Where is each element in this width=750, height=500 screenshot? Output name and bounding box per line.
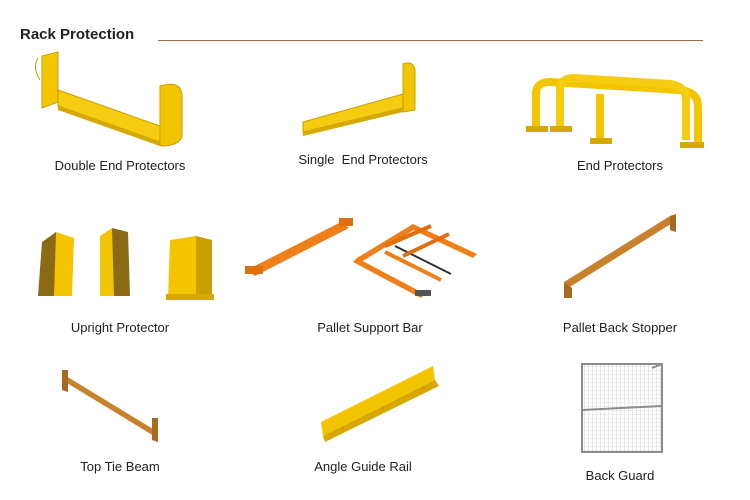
product-label[interactable]: Double End Protectors [54, 158, 186, 173]
pallet-back-stopper-icon [564, 214, 676, 298]
product-card-single-end-protectors[interactable]: Single End Protectors [263, 50, 463, 180]
page-header: Rack Protection [0, 0, 750, 50]
angle-guide-rail-icon [321, 366, 439, 442]
top-tie-beam-icon [62, 370, 158, 442]
title-divider [158, 40, 703, 41]
product-card-top-tie-beam[interactable]: Top Tie Beam [20, 362, 220, 487]
single-end-protector-icon [302, 62, 416, 136]
product-card-pallet-back-stopper[interactable]: Pallet Back Stopper [520, 210, 720, 340]
product-label[interactable]: Pallet Back Stopper [562, 320, 678, 335]
end-protector-icon [526, 73, 704, 148]
double-end-protector-icon [34, 51, 183, 147]
page-title: Rack Protection [20, 26, 135, 43]
product-card-angle-guide-rail[interactable]: Angle Guide Rail [263, 362, 463, 487]
product-label[interactable]: Pallet Support Bar [317, 320, 423, 335]
product-card-back-guard[interactable]: Back Guard [520, 362, 720, 487]
pallet-support-bar-icon [245, 218, 477, 298]
product-label[interactable]: Top Tie Beam [80, 459, 160, 474]
product-card-end-protectors[interactable]: End Protectors [520, 50, 720, 180]
product-label[interactable]: Single End Protectors [298, 152, 428, 167]
product-label[interactable]: End Protectors [577, 158, 663, 173]
upright-protector-icon [38, 228, 214, 300]
product-label[interactable]: Back Guard [585, 468, 655, 483]
product-card-double-end-protectors[interactable]: Double End Protectors [20, 50, 220, 180]
product-card-pallet-support-bar[interactable]: Pallet Support Bar [245, 210, 495, 340]
product-card-upright-protector[interactable]: Upright Protector [20, 210, 220, 340]
product-label[interactable]: Upright Protector [70, 320, 170, 335]
back-guard-icon [581, 363, 663, 453]
product-label[interactable]: Angle Guide Rail [314, 459, 412, 474]
